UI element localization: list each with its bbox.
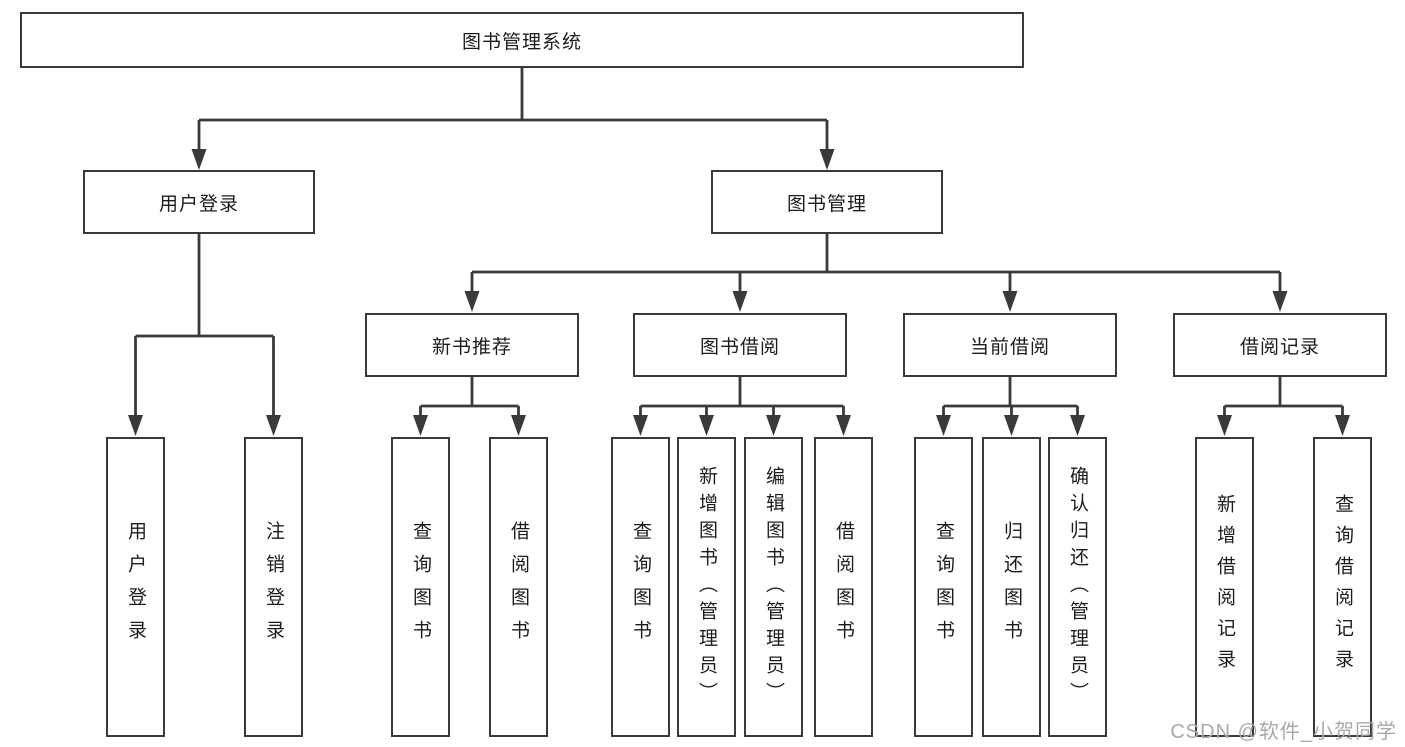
leaf-label: 查询图书 [630,521,651,653]
node-label: 用户登录 [158,193,239,215]
node-label: 新书推荐 [431,336,512,358]
leaf-label: 注销登录 [263,521,284,653]
node-new-book-recommend: 新书推荐 [365,313,579,377]
leaf-label: 查询借阅记录 [1332,494,1353,680]
leaf-query-books-recommend: 查询图书 [391,437,450,737]
leaf-return-books: 归还图书 [982,437,1041,737]
leaf-label: 新增借阅记录 [1214,494,1235,680]
node-borrow-records: 借阅记录 [1173,313,1387,377]
leaf-query-books-borrowing: 查询图书 [611,437,670,737]
csdn-watermark: CSDN @软件_小贺同学 [1170,721,1397,743]
leaf-confirm-return-admin: 确认归还（管理员） [1048,437,1107,737]
leaf-label: 新增图书（管理员） [696,465,717,709]
leaf-borrow-books-recommend: 借阅图书 [489,437,548,737]
leaf-user-login: 用户登录 [106,437,165,737]
leaf-add-borrow-record: 新增借阅记录 [1195,437,1254,737]
node-book-management: 图书管理 [711,170,943,234]
leaf-label: 确认归还（管理员） [1067,465,1088,709]
node-label: 图书管理 [786,193,867,215]
leaf-label: 用户登录 [125,521,146,653]
leaf-label: 查询图书 [933,521,954,653]
node-label: 借阅记录 [1239,336,1320,358]
leaf-label: 查询图书 [410,521,431,653]
leaf-label: 借阅图书 [833,521,854,653]
leaf-label: 借阅图书 [508,521,529,653]
leaf-logout: 注销登录 [244,437,303,737]
node-book-borrowing: 图书借阅 [633,313,847,377]
node-label: 图书借阅 [699,336,780,358]
leaf-edit-books-admin: 编辑图书（管理员） [744,437,803,737]
node-user-login: 用户登录 [83,170,315,234]
leaf-borrow-books: 借阅图书 [814,437,873,737]
node-root-library-system: 图书管理系统 [20,12,1024,68]
leaf-add-books-admin: 新增图书（管理员） [677,437,736,737]
node-current-borrowing: 当前借阅 [903,313,1117,377]
leaf-query-books-current: 查询图书 [914,437,973,737]
arrowheads [128,149,1350,436]
leaf-query-borrow-record: 查询借阅记录 [1313,437,1372,737]
leaf-label: 编辑图书（管理员） [763,465,784,709]
node-label: 当前借阅 [969,336,1050,358]
leaf-label: 归还图书 [1001,521,1022,653]
node-label: 图书管理系统 [461,31,582,53]
